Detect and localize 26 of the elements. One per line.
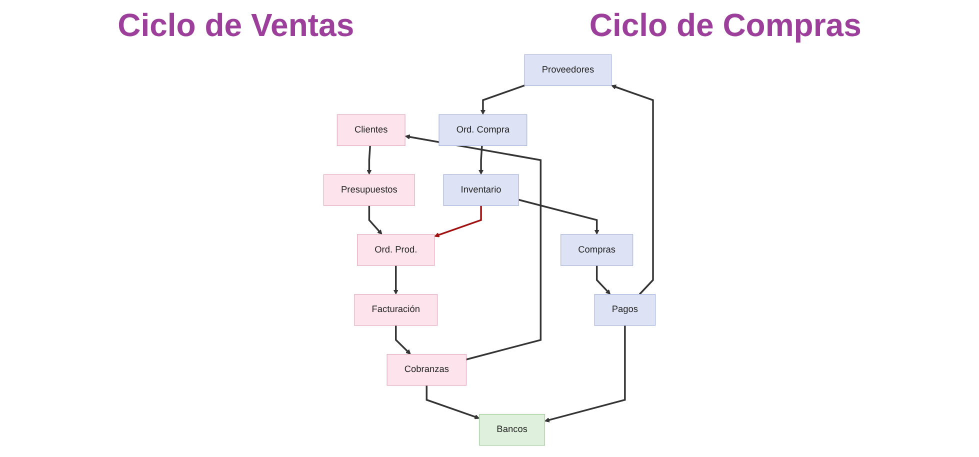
node-box: Cobranzas xyxy=(386,354,467,386)
arrow xyxy=(426,385,480,420)
arrow xyxy=(366,146,372,175)
arrow xyxy=(518,198,600,235)
cycle-heading: Ciclo de Ventas xyxy=(118,6,354,44)
node-box: Facturación xyxy=(354,294,438,326)
arrow xyxy=(611,84,654,295)
node-box: Ord. Prod. xyxy=(357,234,435,266)
arrow xyxy=(596,266,611,295)
node-box: Proveedores xyxy=(524,54,612,86)
node-box: Clientes xyxy=(336,114,406,146)
node-box: Ord. Compra xyxy=(438,114,528,146)
node-box: Pagos xyxy=(594,294,656,326)
arrow xyxy=(368,206,382,235)
node-box: Compras xyxy=(560,234,634,266)
cycle-heading: Ciclo de Compras xyxy=(589,6,862,44)
arrow xyxy=(395,326,411,355)
arrow xyxy=(434,206,482,238)
arrow xyxy=(480,84,525,115)
arrow xyxy=(404,134,542,360)
arrow xyxy=(393,266,398,295)
node-box: Presupuestos xyxy=(323,174,415,206)
node-box: Bancos xyxy=(479,414,546,446)
arrow xyxy=(544,326,626,422)
node-box: Inventario xyxy=(443,174,519,206)
arrow xyxy=(478,146,484,175)
